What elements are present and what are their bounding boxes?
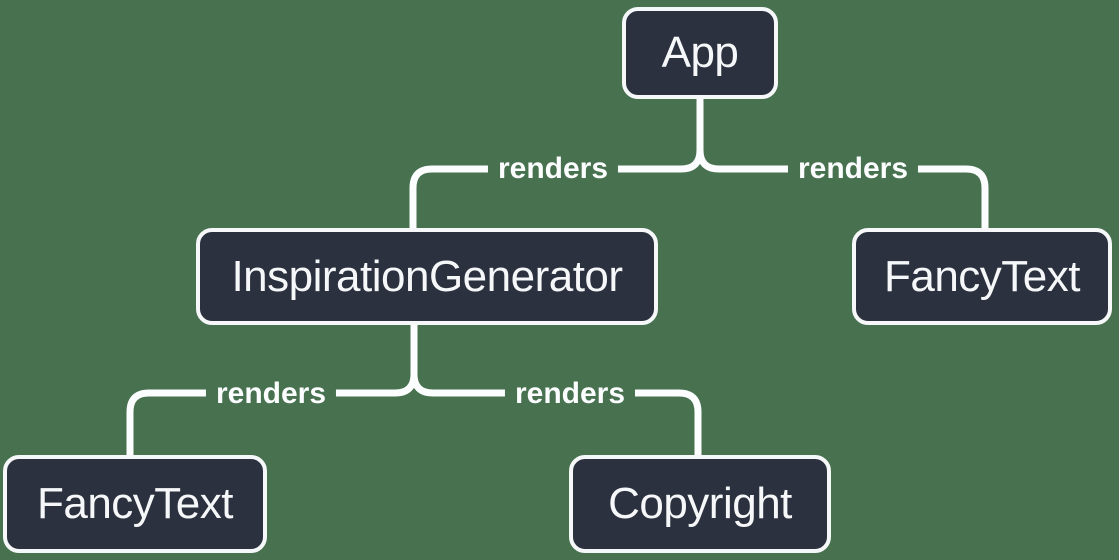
edge-label-renders-app-fancytext: renders <box>787 150 919 188</box>
node-inspiration-generator: InspirationGenerator <box>196 228 658 325</box>
node-fancy-text-bottom: FancyText <box>3 455 267 553</box>
node-fancy-text-bottom-label: FancyText <box>36 479 234 528</box>
node-app: App <box>622 7 778 99</box>
node-fancy-text-top-label: FancyText <box>883 251 1081 301</box>
node-fancy-text-top: FancyText <box>852 228 1112 325</box>
node-copyright: Copyright <box>569 455 831 553</box>
node-copyright-label: Copyright <box>608 479 792 528</box>
edge-label-renders-app-inspirationgenerator: renders <box>487 150 619 188</box>
edge-label-renders-inspirationgenerator-fancytext: renders <box>205 375 337 413</box>
edge-label-renders-inspirationgenerator-copyright: renders <box>504 375 636 413</box>
node-app-label: App <box>661 28 739 77</box>
node-inspiration-generator-label: InspirationGenerator <box>231 251 623 301</box>
